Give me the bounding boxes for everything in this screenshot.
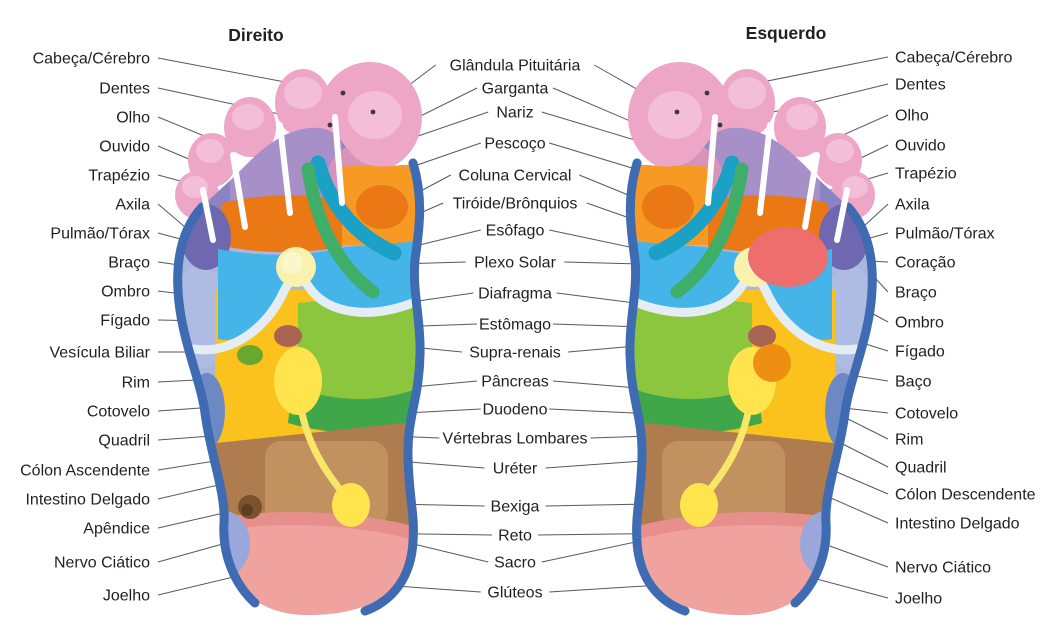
right-label-0: Cabeça/Cérebro bbox=[895, 50, 1013, 67]
left-label-4: Trapézio bbox=[88, 168, 150, 185]
left-label-5: Axila bbox=[115, 197, 150, 214]
left-label-1: Dentes bbox=[99, 81, 150, 98]
center-label-7: Plexo Solar bbox=[474, 255, 556, 272]
right-label-15: Cólon Descendente bbox=[895, 487, 1036, 504]
center-label-11: Pâncreas bbox=[481, 374, 549, 391]
right-label-12: Cotovelo bbox=[895, 406, 958, 423]
center-label-9: Estômago bbox=[479, 317, 551, 334]
right-label-18: Joelho bbox=[895, 591, 942, 608]
center-label-1: Garganta bbox=[482, 81, 549, 98]
center-label-0: Glândula Pituitária bbox=[450, 58, 581, 75]
left-foot-illustration bbox=[620, 62, 880, 627]
right-label-8: Braço bbox=[895, 285, 937, 302]
left-label-2: Olho bbox=[116, 110, 150, 127]
right-label-17: Nervo Ciático bbox=[895, 560, 991, 577]
center-label-4: Coluna Cervical bbox=[459, 168, 572, 185]
right-label-13: Rim bbox=[895, 432, 923, 449]
left-label-11: Rim bbox=[122, 375, 150, 392]
left-label-0: Cabeça/Cérebro bbox=[33, 51, 151, 68]
right-foot-illustration bbox=[170, 62, 430, 627]
left-label-6: Pulmão/Tórax bbox=[50, 226, 150, 243]
left-label-17: Nervo Ciático bbox=[54, 555, 150, 572]
right-label-10: Fígado bbox=[895, 344, 945, 361]
zone-labels: Cabeça/CérebroDentesOlhoOuvidoTrapézioAx… bbox=[20, 50, 1036, 608]
center-label-15: Bexiga bbox=[491, 499, 540, 516]
right-label-2: Olho bbox=[895, 108, 929, 125]
right-foot-title: Direito bbox=[228, 25, 283, 45]
center-label-18: Glúteos bbox=[487, 585, 542, 602]
center-label-13: Vértebras Lombares bbox=[443, 431, 588, 448]
right-label-3: Ouvido bbox=[895, 138, 946, 155]
left-label-12: Cotovelo bbox=[87, 404, 150, 421]
left-label-3: Ouvido bbox=[99, 139, 150, 156]
center-label-14: Uréter bbox=[493, 461, 538, 478]
left-label-16: Apêndice bbox=[83, 521, 150, 538]
right-label-9: Ombro bbox=[895, 315, 944, 332]
left-label-14: Cólon Ascendente bbox=[20, 463, 150, 480]
left-label-15: Intestino Delgado bbox=[25, 492, 150, 509]
left-label-18: Joelho bbox=[103, 588, 150, 605]
center-label-5: Tiróide/Brônquios bbox=[453, 196, 578, 213]
left-label-10: Vesícula Biliar bbox=[50, 345, 151, 362]
center-label-12: Duodeno bbox=[483, 402, 548, 419]
center-label-3: Pescoço bbox=[484, 136, 545, 153]
right-label-6: Pulmão/Tórax bbox=[895, 226, 995, 243]
center-label-6: Esôfago bbox=[486, 223, 545, 240]
left-label-8: Ombro bbox=[101, 284, 150, 301]
right-label-7: Coração bbox=[895, 255, 956, 272]
right-label-4: Trapézio bbox=[895, 166, 957, 183]
center-label-8: Diafragma bbox=[478, 286, 552, 303]
right-label-5: Axila bbox=[895, 197, 930, 214]
left-foot-title: Esquerdo bbox=[746, 23, 827, 43]
right-label-16: Intestino Delgado bbox=[895, 516, 1020, 533]
right-label-14: Quadril bbox=[895, 460, 947, 477]
center-label-2: Nariz bbox=[496, 105, 533, 122]
right-label-11: Baço bbox=[895, 374, 932, 391]
left-label-13: Quadril bbox=[98, 433, 150, 450]
center-label-16: Reto bbox=[498, 528, 532, 545]
left-label-9: Fígado bbox=[100, 313, 150, 330]
center-label-10: Supra-renais bbox=[469, 345, 561, 362]
right-label-1: Dentes bbox=[895, 77, 946, 94]
left-label-7: Braço bbox=[108, 255, 150, 272]
center-label-17: Sacro bbox=[494, 555, 536, 572]
